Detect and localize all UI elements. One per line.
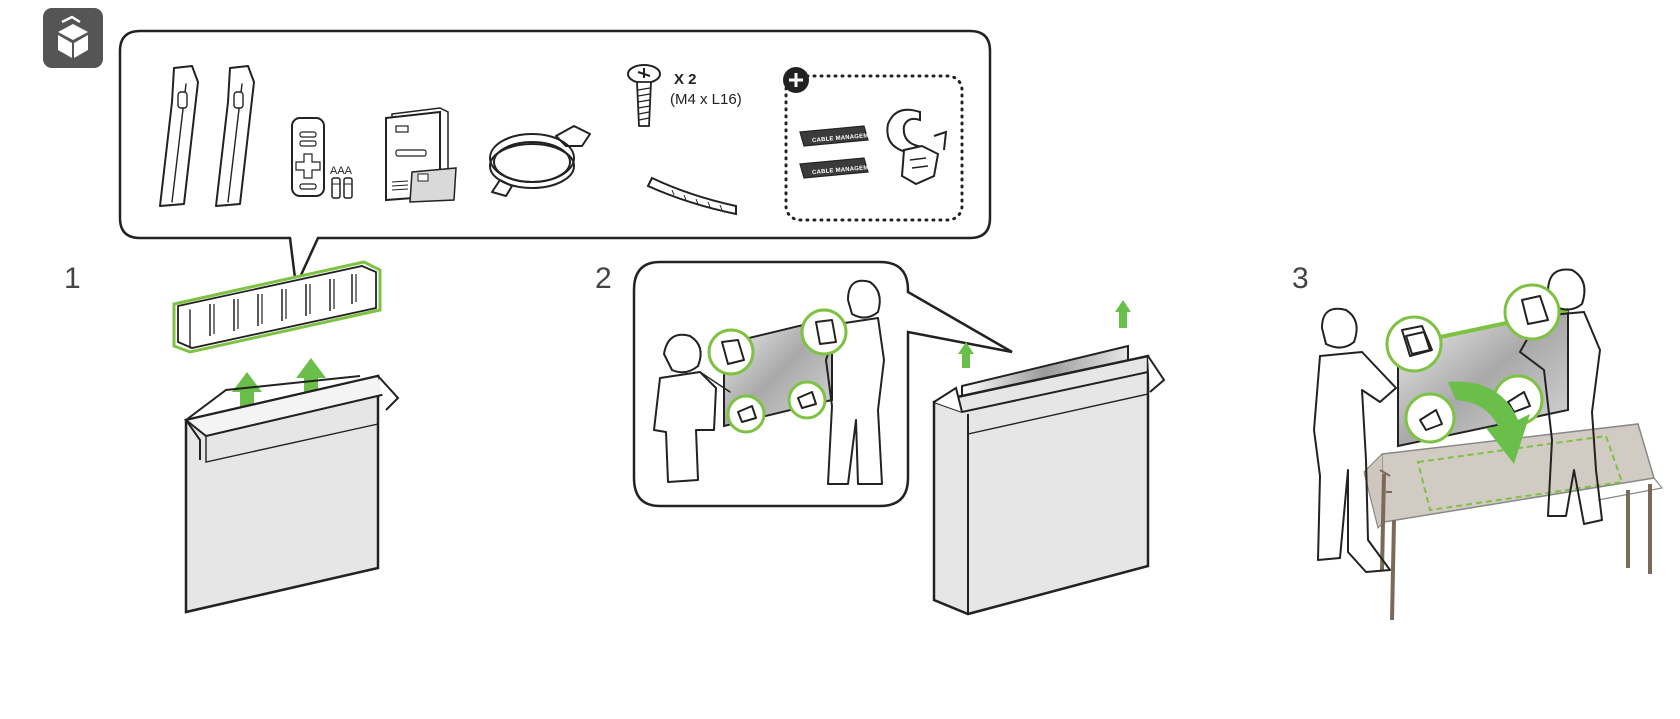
screw-quantity: X 2 [674,71,697,88]
lift-arrow-icon [958,342,974,368]
cable-management-clip-2: CABLE MANAGEMENT [799,157,882,179]
screw-specification: (M4 x L16) [670,91,742,108]
grip-point-circle [787,380,827,420]
batteries-illustration [331,177,353,199]
cable-holder-illustration [886,108,948,186]
stand-legs-illustration [159,65,255,207]
screw-illustration [627,64,661,127]
lay-down-arrow-icon [1448,381,1530,464]
cable-tie-illustration [646,176,737,216]
step-number: 3 [1292,262,1309,295]
plus-circle-icon [783,67,809,93]
open-tv-box-step-1 [183,374,400,614]
grip-point-circle [726,394,766,434]
lift-arrow-icon [232,372,262,424]
power-cord-illustration [489,125,591,197]
grip-point-circle [800,308,848,356]
lift-arrow-icon [1115,300,1131,328]
lift-arrow-icon [296,358,326,410]
open-tv-box-step-2 [932,344,1166,616]
battery-type-label: AAA [330,165,353,177]
grip-point-circle [1404,392,1456,444]
grip-point-circle [707,328,755,376]
step-number: 2 [595,262,612,295]
grip-point-circle [1385,315,1443,373]
unboxing-icon [43,8,103,68]
table-with-cloth-illustration [1363,423,1664,621]
remote-control-illustration [291,117,325,197]
accessories-callout [118,29,992,291]
user-manual-illustration [385,107,457,203]
accessory-tray-illustration [172,260,382,354]
grip-point-circle [1503,283,1561,341]
step-number: 1 [64,262,81,295]
